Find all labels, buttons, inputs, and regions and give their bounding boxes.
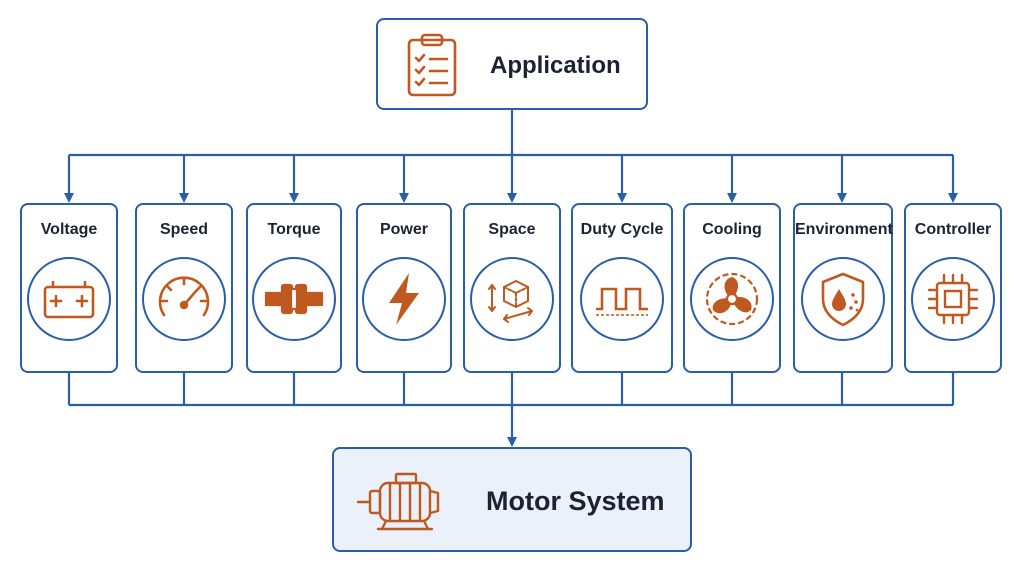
speedometer-icon [158,276,210,317]
factor-icon-circle [142,257,226,341]
factor-icon-circle [690,257,774,341]
factor-icon-circle [27,257,111,341]
lightning-icon [389,273,419,325]
factor-card-environment: Environment [793,203,893,373]
factor-label: Torque [267,221,321,238]
factor-label: Power [379,221,428,238]
square-wave-icon [596,287,648,316]
factor-card-duty-cycle: Duty Cycle [571,203,673,373]
factor-card-voltage: Voltage [20,203,118,373]
factor-label: Environment [795,221,893,238]
battery-icon [43,280,95,319]
motor-icon [356,472,440,531]
factor-card-space: Space [463,203,561,373]
shaft-coupling-icon [264,283,324,315]
shield-droplet-icon [821,272,865,327]
clipboard-checklist-icon [407,33,457,97]
cube-dimensions-icon [488,280,533,323]
factor-card-torque: Torque [246,203,342,373]
motor-system-box: Motor System [332,447,692,552]
factor-icon-circle [580,257,664,341]
microchip-icon [927,273,979,325]
factor-icon-circle [470,257,554,341]
application-label: Application [490,52,621,79]
factor-label: Voltage [40,221,98,238]
factor-label: Cooling [702,221,762,238]
factor-icon-circle [362,257,446,341]
factor-icon-circle [911,257,995,341]
factor-card-power: Power [356,203,452,373]
motor-system-label: Motor System [486,486,665,516]
factor-label: Controller [914,221,992,238]
factor-card-controller: Controller [904,203,1002,373]
factor-label: Speed [159,221,208,238]
factor-card-cooling: Cooling [683,203,781,373]
factor-icon-circle [252,257,336,341]
fan-icon [705,272,759,326]
factor-icon-circle [801,257,885,341]
application-box: Application [376,18,648,110]
factor-label: Duty Cycle [580,221,664,238]
factor-label: Space [488,221,536,238]
factor-card-speed: Speed [135,203,233,373]
